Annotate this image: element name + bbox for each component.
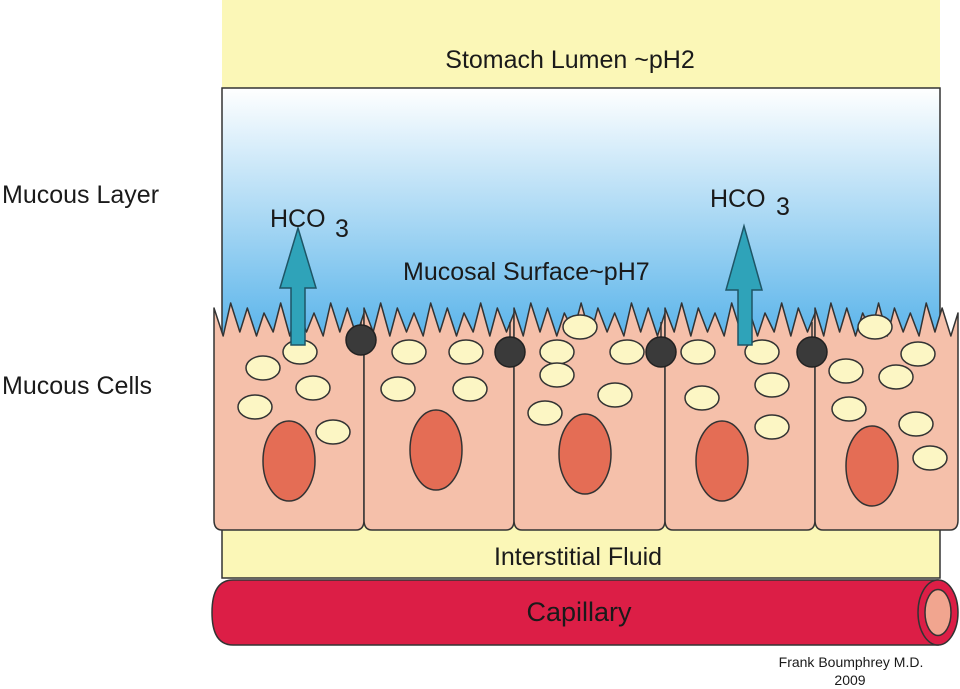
hco-text: HCO (270, 205, 326, 233)
mucous-layer-region (221, 87, 941, 339)
tight-junction (345, 324, 377, 356)
tight-junction (796, 336, 828, 368)
mucin-granule (380, 376, 416, 402)
mucin-granule (527, 400, 563, 426)
mucin-granule (609, 339, 645, 365)
mucin-granule (315, 419, 351, 445)
mucin-granule (452, 376, 488, 402)
mucin-granule (900, 341, 936, 367)
hco-subscript: 3 (776, 193, 790, 221)
mucin-granule (898, 411, 934, 437)
cell-nucleus (558, 413, 612, 495)
credit-author: Frank Boumphrey M.D. (779, 654, 924, 670)
mucous-cells-label: Mucous Cells (2, 372, 152, 400)
mucin-granule (831, 396, 867, 422)
mucosal-surface-label: Mucosal Surface~pH7 (403, 258, 650, 286)
mucin-granule (295, 375, 331, 401)
mucous-cells-group (213, 302, 959, 531)
credit-year: 2009 (834, 672, 865, 688)
stomach-lumen-region (222, 0, 940, 88)
bicarbonate-arrow-left (278, 225, 318, 346)
mucin-granule (562, 314, 598, 340)
capillary-label: Capillary (526, 597, 632, 627)
mucin-granule (237, 394, 273, 420)
mucin-granule (744, 339, 780, 365)
mucin-granule (597, 382, 633, 408)
mucin-granule (878, 364, 914, 390)
mucin-granule (828, 358, 864, 384)
mucin-granule (754, 414, 790, 440)
tight-junction (494, 336, 526, 368)
mucin-granule (684, 385, 720, 411)
capillary-vessel (211, 579, 959, 646)
bicarbonate-arrow-right (725, 223, 763, 346)
bicarbonate-label-right: HCO 3 (710, 185, 790, 221)
mucin-granule (539, 339, 575, 365)
mucin-granule (754, 372, 790, 398)
mucin-granule (857, 314, 893, 340)
tight-junction (645, 336, 677, 368)
mucin-granule (448, 339, 484, 365)
mucin-granule (245, 355, 281, 381)
cell-nucleus (695, 420, 749, 502)
cell-nucleus (845, 425, 899, 507)
interstitial-fluid-label: Interstitial Fluid (494, 543, 662, 571)
mucin-granule (391, 339, 427, 365)
hco-text: HCO (710, 185, 766, 213)
mucin-granule (680, 339, 716, 365)
mucin-granule (912, 445, 948, 471)
capillary-lumen-end (924, 588, 952, 637)
mucin-granule (539, 362, 575, 388)
cell-nucleus (409, 409, 463, 491)
bicarbonate-label-left: HCO 3 (270, 205, 349, 243)
stomach-lumen-label: Stomach Lumen ~pH2 (445, 46, 694, 74)
cell-nucleus (262, 420, 316, 502)
hco-subscript: 3 (335, 215, 349, 243)
mucous-layer-label: Mucous Layer (2, 181, 159, 209)
